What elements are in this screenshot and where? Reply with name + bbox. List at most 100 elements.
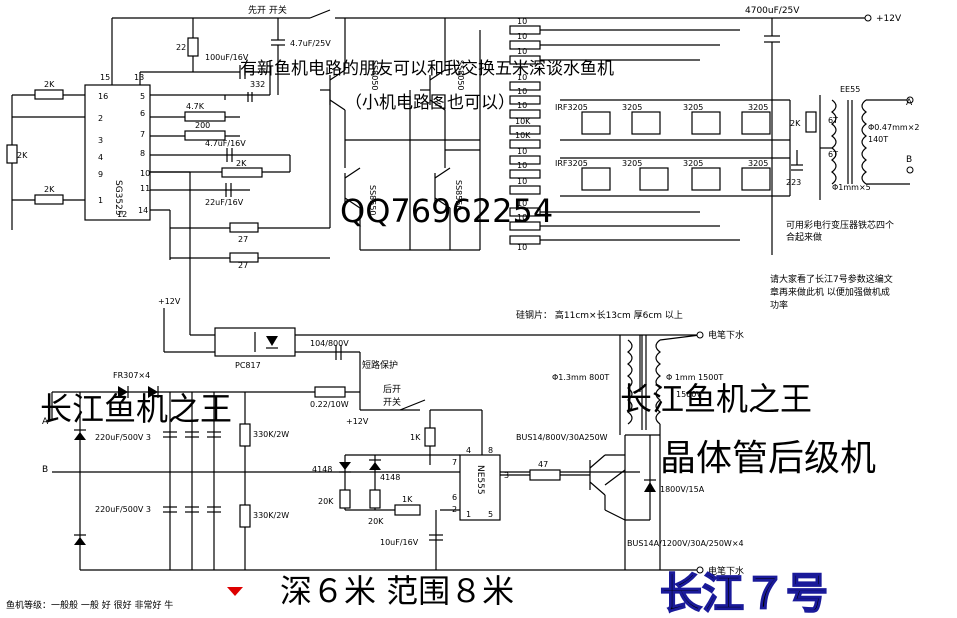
ic-sg3525-name: SG3525 [113,180,123,216]
gate-r-label: 10 [517,87,527,96]
c-22u [225,183,232,197]
r-22-label: 22 [176,43,186,52]
bus14a-label: BUS14A/1200V/30A/250W×4 [627,539,744,548]
model-name: 长江７号 [660,569,828,618]
r-200 [184,130,226,141]
pin-10: 10 [140,169,150,178]
pin-9: 9 [98,170,103,179]
ne555-pin-5: 5 [488,510,493,519]
r-1k-a [424,427,436,447]
brand-right: 长江鱼机之王 [620,380,812,418]
r-2k-a [34,89,64,100]
pin-16: 16 [98,92,108,101]
transistor-ss8550-b [434,167,451,209]
r-2k-top [805,111,817,133]
r-0-22-label: 0.22/10W [310,400,349,409]
rail-12v-top: +12V [876,14,902,24]
ne555-pin-2: 2 [452,505,457,514]
stage-title: 晶体管后级机 [660,438,876,479]
mosfet-label: IRF3205 [555,159,588,168]
rating-marker-icon [227,587,243,596]
transistor-bus14 [589,434,660,570]
r-47 [529,469,561,481]
ic-ne555 [459,454,501,521]
c-4-7u-16v-label: 4.7uF/16V [205,139,246,148]
front-switch-label: 先开 开关 [248,4,287,16]
gate-resistor [509,25,541,35]
ne555-pin-7: 7 [452,458,457,467]
gate-r-label: 10 [517,177,527,186]
q-bot-b-label: SS8550 [454,180,463,211]
rail-12v-left: +12V [158,297,181,306]
qq-number: QQ76962254 [340,192,553,230]
read-note-l1: 请大家看了长江7号参数这编文 [770,273,893,285]
c-100u-label: 100uF/16V [205,53,249,62]
rating-scale: 鱼机等级：一般般 一般 好 很好 非常好 牛 [6,599,173,611]
pot-20k [339,489,381,509]
r-22 [187,18,199,72]
c-10u [429,534,443,541]
gate-r-label: 10 [517,199,527,208]
gate-r-label: 10 [517,147,527,156]
r-27-b-label: 27 [238,261,248,270]
pen-top-label: 电笔下水 [708,329,744,341]
pin-5: 5 [140,92,145,101]
mosfet-row-top [560,99,790,141]
depth-range: 深６米 范围８米 [280,572,514,610]
ad-line-1: 有新鱼机电路的朋友可以和我交换五米深谈水鱼机 [240,59,614,79]
pin-8: 8 [140,149,145,158]
mosfet-label: 3205 [622,159,642,168]
transistor-ss8550-a [344,167,361,209]
ne555-name: NE555 [475,465,485,495]
pri2-label: Φ1.3mm 800T [552,373,609,382]
pin-14: 14 [138,206,148,215]
gate-r-label: 10 [517,17,527,26]
input-b-label: B [42,465,48,475]
hv-wiring [51,308,700,571]
gate-resistor [509,40,541,50]
ne555-pin-4: 4 [466,446,471,455]
c-223 [791,150,803,171]
cap-4700 [764,18,780,255]
pin-12: 12 [117,210,127,219]
diode-bridge-left [74,429,86,545]
hv-transformer [627,331,704,574]
r-27-a-label: 27 [238,235,248,244]
gate-r-label: 10 [517,73,527,82]
q-top-a-label: SS8050 [370,60,379,91]
output-a-label: A [906,98,913,108]
sec2-v-label: 1500V [676,390,702,399]
pin-3: 3 [98,136,103,145]
r-200-label: 200 [195,121,210,130]
c-332 [224,92,253,102]
r-20k-a-label: 20K [318,497,334,506]
r-1k-a-label: 1K [410,433,421,442]
d-4148-b-label: 4148 [380,473,400,482]
pin-6: 6 [140,109,145,118]
tr-ee55-label: EE55 [840,85,860,94]
c-10u-label: 10uF/16V [380,538,419,547]
r-20k-b-label: 20K [368,517,384,526]
pin-2: 2 [98,114,103,123]
tv-note-l2: 合起来做 [786,231,822,243]
tr-6t-a: 6T [828,116,838,125]
sec2-label: Φ 1mm 1500T [666,373,723,382]
gate-resistor [509,95,541,105]
gate-resistor [509,81,541,91]
mosfet-label: 3205 [683,103,703,112]
ne555-pin-1: 1 [466,510,471,519]
rail-12v-555: +12V [346,417,369,426]
r-47-label: 47 [538,460,548,469]
r-2k-top-label: 2K [790,119,801,128]
brand-left: 长江鱼机之王 [40,390,232,428]
c-104-label: 104/800V [310,339,349,348]
gate-resistor [509,109,541,119]
r-27-b [229,252,259,263]
pin-11: 11 [140,184,150,193]
r-4-7k [184,111,226,122]
r-330k [239,392,251,570]
ne555-pin-3: 3 [504,471,509,480]
gate-resistor [509,207,541,217]
ic-sg3525: SG3525 [84,84,151,221]
